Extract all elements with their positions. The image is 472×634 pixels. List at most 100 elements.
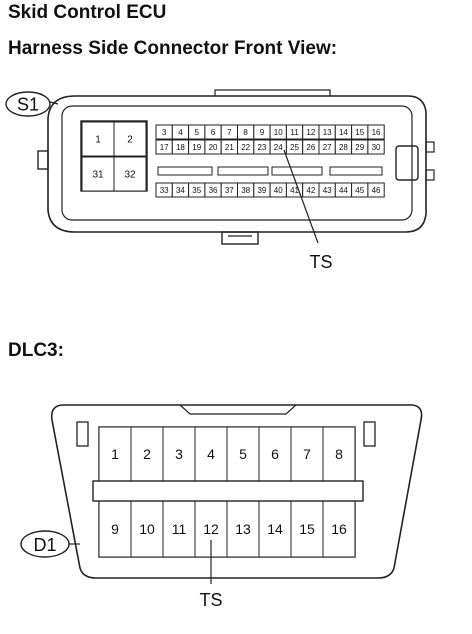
pin-number: 18	[176, 143, 185, 152]
pin-number: 3	[175, 446, 183, 462]
s1-pin-33: 33	[155, 182, 173, 198]
dlc3-pin-4: 4	[194, 426, 228, 482]
pin-number: 13	[323, 128, 332, 137]
pin-number: 6	[271, 446, 279, 462]
pin-number: 25	[290, 143, 299, 152]
s1-pin-23: 23	[253, 139, 271, 155]
pin-number: 8	[335, 446, 343, 462]
harness-view-title: Harness Side Connector Front View:	[8, 38, 338, 59]
s1-pin-29: 29	[351, 139, 369, 155]
s1-pin-14: 14	[334, 124, 353, 140]
pin-number: 16	[372, 128, 381, 137]
s1-pin-36: 36	[204, 182, 222, 198]
s1-badge: S1	[5, 91, 59, 117]
s1-pin-16: 16	[367, 124, 385, 140]
dlc3-pin-6: 6	[258, 426, 292, 482]
s1-pin-20: 20	[204, 139, 222, 155]
dlc3-pin-10: 10	[130, 500, 164, 558]
pin-number: 2	[143, 446, 151, 462]
pin-number: 29	[355, 143, 364, 152]
pin-number: 10	[139, 521, 155, 537]
s1-key-slot	[271, 166, 323, 176]
s1-pin-38: 38	[237, 182, 255, 198]
pin-number: 31	[92, 170, 104, 181]
pin-number: 19	[192, 143, 201, 152]
dlc3-housing	[50, 404, 423, 579]
dlc3-title: DLC3:	[8, 340, 64, 361]
dlc3-pin-14: 14	[258, 500, 292, 558]
s1-pin-30: 30	[367, 139, 385, 155]
s1-pin-28: 28	[334, 139, 353, 155]
pin-number: 22	[241, 143, 250, 152]
dlc3-pin-11: 11	[162, 500, 196, 558]
s1-pin-37: 37	[220, 182, 238, 198]
s1-pin-10: 10	[269, 124, 287, 140]
s1-pin-17: 17	[155, 139, 173, 155]
pin-number: 32	[124, 170, 136, 181]
pin-number: 23	[257, 143, 266, 152]
pin-number: 4	[207, 446, 215, 462]
pin-number: 46	[372, 186, 381, 195]
pin-number: 21	[225, 143, 234, 152]
d1-badge-label: D1	[33, 535, 56, 555]
s1-face	[61, 105, 413, 221]
pin-number: 10	[274, 128, 283, 137]
s1-pin-40: 40	[269, 182, 287, 198]
s1-pin-1: 1	[81, 121, 115, 157]
pin-number: 15	[299, 521, 315, 537]
pin-number: 16	[331, 521, 347, 537]
s1-pin-3: 3	[155, 124, 173, 140]
s1-badge-label: S1	[17, 95, 39, 115]
pin-number: 2	[127, 135, 133, 146]
pin-number: 42	[306, 186, 315, 195]
s1-pin-25: 25	[285, 139, 304, 155]
dlc3-pin-13: 13	[226, 500, 260, 558]
s1-pin-22: 22	[237, 139, 255, 155]
pin-number: 13	[235, 521, 251, 537]
s1-pin-13: 13	[318, 124, 336, 140]
pin-number: 14	[339, 128, 348, 137]
s1-ts-label: TS	[309, 252, 332, 272]
s1-right-latch	[395, 145, 419, 181]
pin-number: 44	[339, 186, 348, 195]
s1-pin-11: 11	[285, 124, 304, 140]
s1-large-pins: 1 2 31 32	[80, 120, 148, 192]
dlc3-pin-3: 3	[162, 426, 196, 482]
s1-pin-12: 12	[302, 124, 320, 140]
s1-pin-35: 35	[188, 182, 206, 198]
pin-number: 7	[303, 446, 311, 462]
pin-number: 11	[172, 521, 187, 537]
pin-number: 5	[239, 446, 247, 462]
pin-number: 35	[192, 186, 201, 195]
s1-pin-27: 27	[318, 139, 336, 155]
s1-pin-21: 21	[220, 139, 238, 155]
pin-number: 26	[306, 143, 315, 152]
pin-number: 1	[111, 446, 119, 462]
s1-top-key	[214, 89, 331, 96]
pin-number: 17	[160, 143, 169, 152]
pin-number: 9	[260, 128, 265, 137]
pin-number: 30	[372, 143, 381, 152]
ecu-title: Skid Control ECU	[8, 2, 167, 23]
s1-pin-42: 42	[302, 182, 320, 198]
s1-pin-4: 4	[171, 124, 190, 140]
d1-badge: D1	[20, 530, 80, 558]
pin-number: 27	[323, 143, 332, 152]
pin-number: 36	[209, 186, 218, 195]
s1-pin-46: 46	[367, 182, 385, 198]
pin-number: 8	[243, 128, 248, 137]
s1-pin-32: 32	[113, 156, 147, 192]
dlc3-right-guide	[363, 421, 376, 447]
s1-key-slot	[157, 166, 213, 176]
pin-number: 5	[195, 128, 200, 137]
s1-pin-6: 6	[204, 124, 222, 140]
s1-pin-15: 15	[351, 124, 369, 140]
dlc3-pin-16: 16	[322, 500, 356, 558]
pin-number: 40	[274, 186, 283, 195]
pin-number: 39	[257, 186, 266, 195]
d1-ts-label: TS	[199, 590, 222, 610]
s1-pin-45: 45	[351, 182, 369, 198]
